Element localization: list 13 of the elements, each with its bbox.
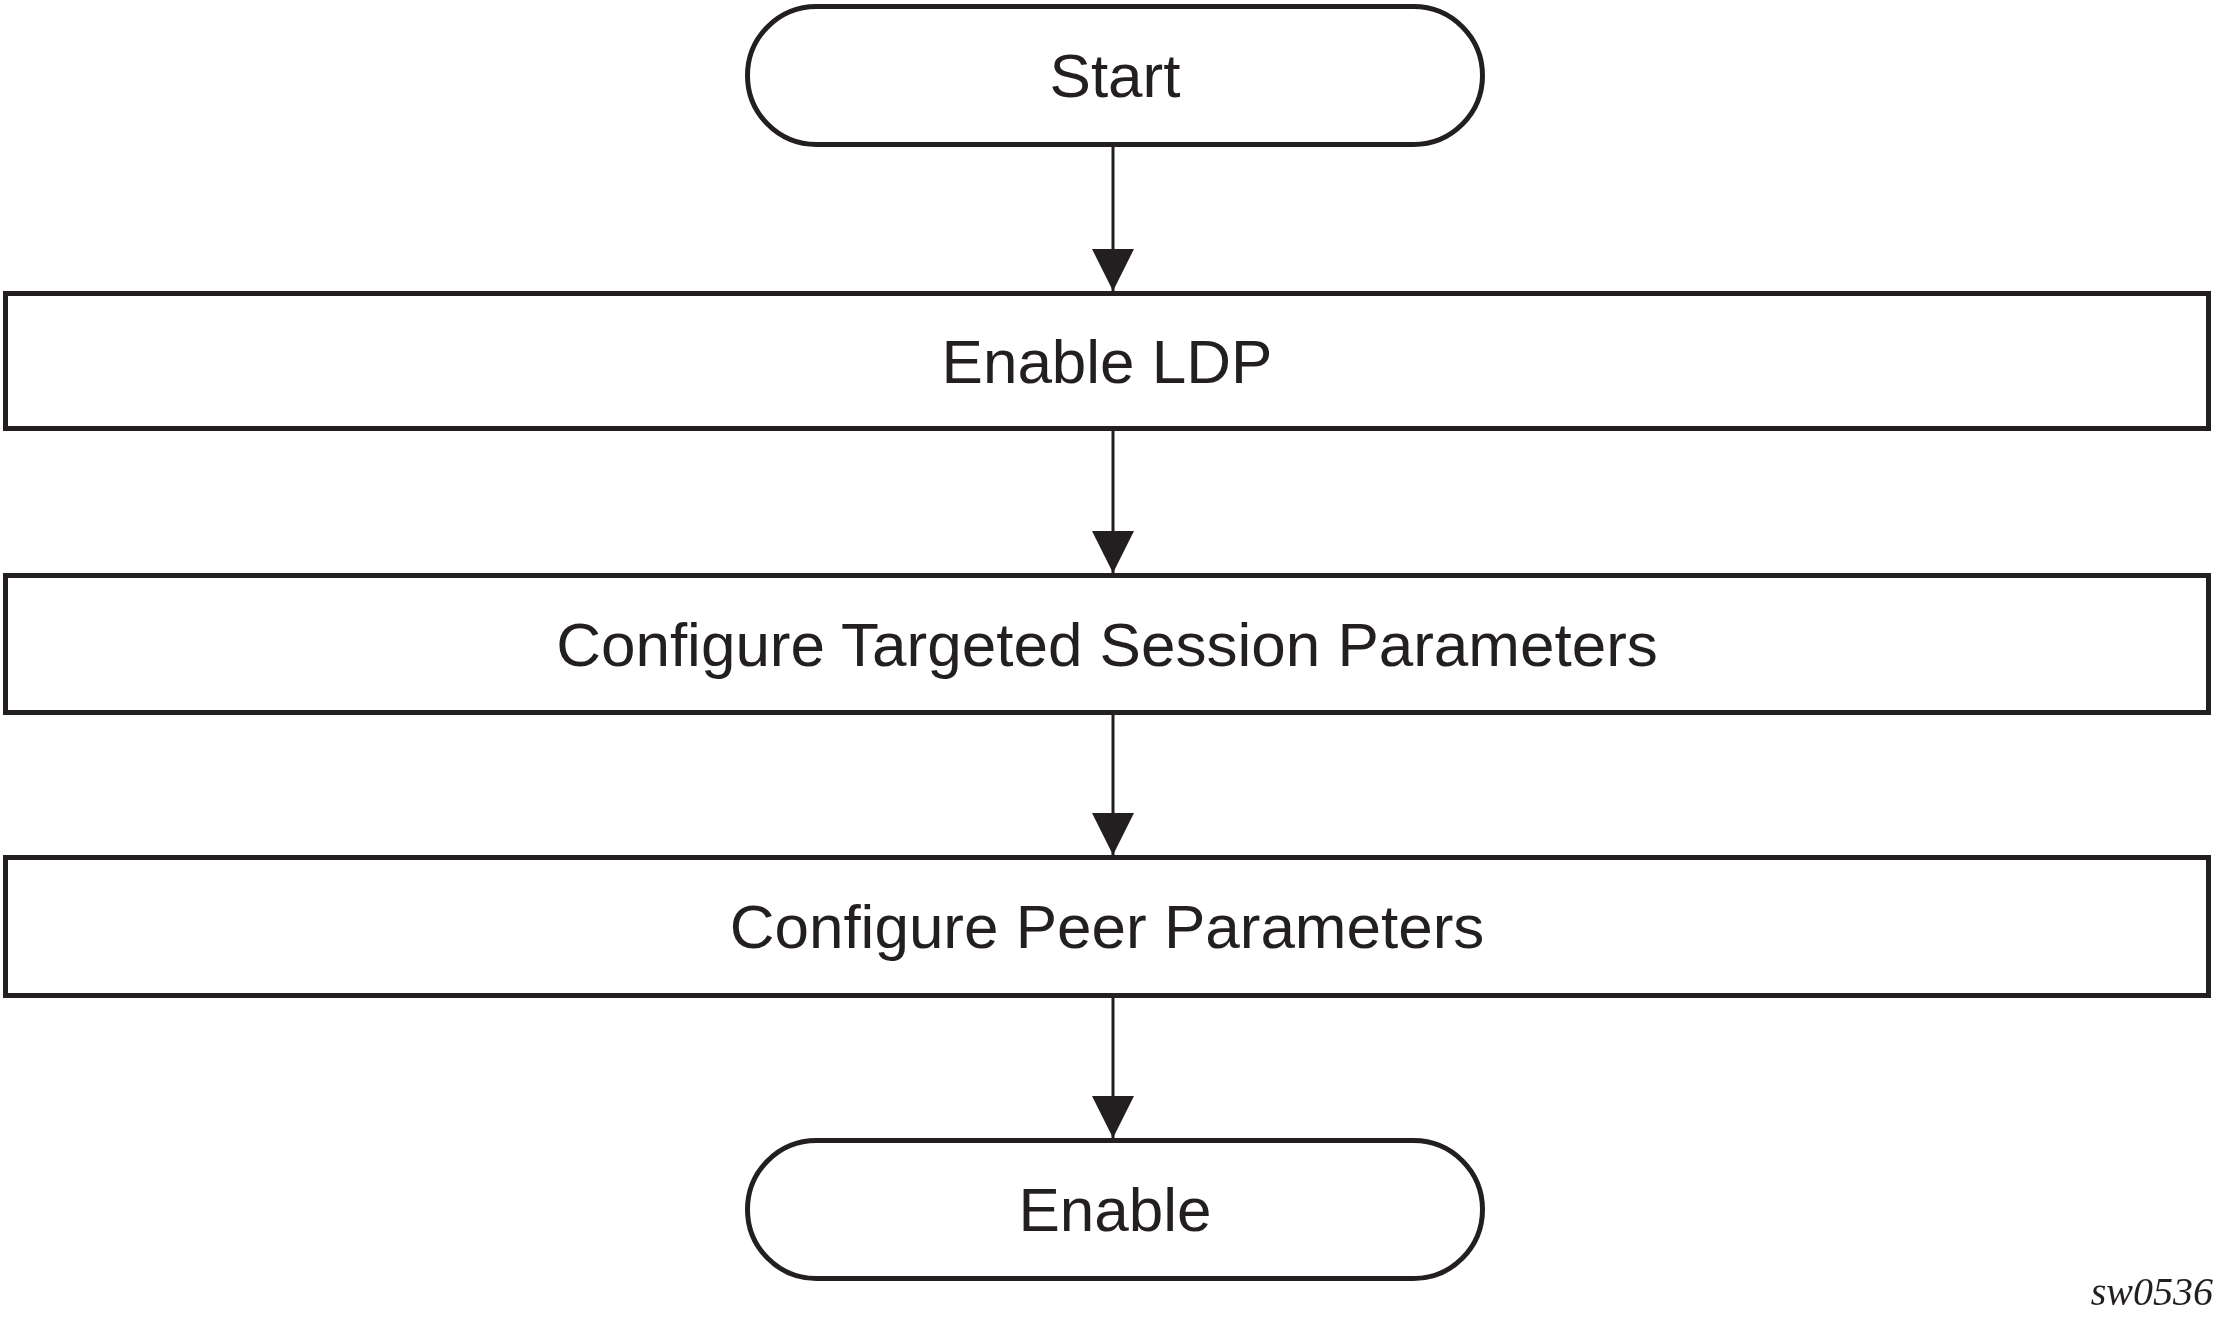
node-label: Enable LDP (941, 325, 1273, 397)
node-label: Enable (1018, 1174, 1212, 1245)
arrow (1092, 431, 1134, 573)
arrow (1092, 147, 1134, 291)
arrow (1092, 715, 1134, 855)
process-box (3, 291, 2211, 431)
figure-id: sw0536 (2090, 1268, 2213, 1315)
node-label: Configure Targeted Session Parameters (556, 608, 1658, 680)
process-box (3, 855, 2211, 998)
process-box (3, 573, 2211, 715)
node-label: Start (1049, 40, 1181, 111)
arrow (1092, 998, 1134, 1138)
node-label: Configure Peer Parameters (729, 891, 1485, 962)
